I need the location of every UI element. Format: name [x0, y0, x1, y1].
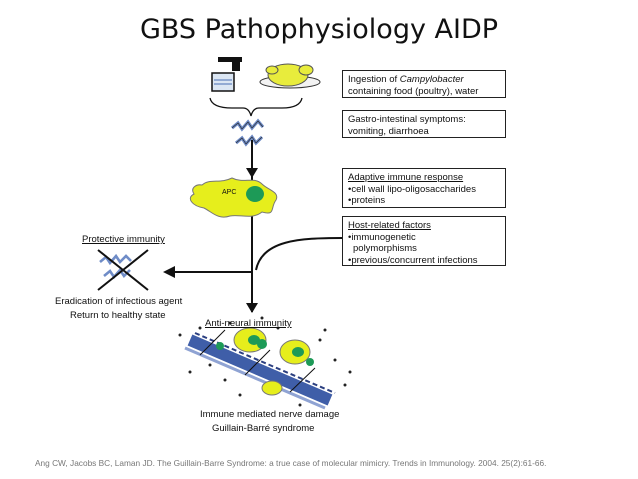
return-healthy-label: Return to healthy state	[70, 310, 166, 321]
ingestion-prefix: Ingestion of	[348, 74, 400, 85]
gastro-box: Gastro-intestinal symptoms: vomiting, di…	[342, 110, 506, 138]
apc-cell	[189, 177, 278, 218]
organism-name: Campylobacter	[399, 74, 464, 85]
adaptive-item: •cell wall lipo-oligosaccharides	[348, 183, 476, 195]
gastro-line2: vomiting, diarrhoea	[348, 125, 429, 137]
water-tap-icon	[211, 57, 242, 92]
host-box: Host-related factors •immunogenetic poly…	[342, 216, 506, 266]
campylobacter-bacteria	[230, 118, 265, 147]
citation: Ang CW, Jacobs BC, Laman JD. The Guillai…	[35, 458, 547, 468]
gastro-line1: Gastro-intestinal symptoms:	[348, 114, 466, 125]
gbs-label: Guillain-Barré syndrome	[212, 423, 315, 434]
adaptive-item: •proteins	[348, 195, 386, 206]
eradication-label: Eradication of infectious agent	[55, 296, 183, 307]
host-heading: Host-related factors	[348, 220, 431, 231]
nerve-damage-label: Immune mediated nerve damage	[200, 409, 340, 420]
roast-chicken-icon	[259, 63, 321, 89]
adaptive-heading: Adaptive immune response	[348, 172, 464, 183]
slide-title: GBS Pathophysiology AIDP	[139, 14, 499, 45]
crossed-bacteria	[97, 249, 149, 291]
ingestion-line2: containing food (poultry), water	[348, 85, 479, 97]
ingestion-box: Ingestion of Campylobacter containing fo…	[342, 70, 506, 98]
adaptive-box: Adaptive immune response •cell wall lipo…	[342, 168, 506, 208]
host-item: polymorphisms	[353, 243, 417, 254]
brace	[209, 97, 303, 117]
anti-neural-label: Anti-neural immunity	[205, 318, 292, 329]
protective-immunity-label: Protective immunity	[82, 234, 165, 245]
apc-label: APC	[222, 189, 237, 196]
host-item: •immunogenetic	[348, 231, 416, 243]
host-item: •previous/concurrent infections	[348, 254, 478, 266]
nerve-damage-illustration	[178, 316, 352, 410]
